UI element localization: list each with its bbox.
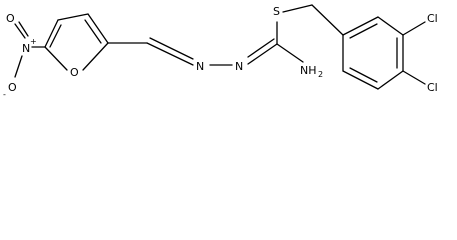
charge-minus: - [3,90,6,99]
bond-furan-c5-c4 [44,19,59,48]
atom-amine: NH [300,64,317,77]
atom-nitrogen-nitro: N [22,42,30,55]
atom-chlorine-bottom: Cl [427,81,438,94]
bond-furan-c3-c2 [87,13,109,44]
bond-ring-inner-a [349,23,378,39]
bond-ring-c2-c3 [377,16,404,36]
bond-furan-c2-o [82,42,109,71]
bond-s-ch2 [282,4,313,13]
bond-ring-cl-top [402,21,426,36]
bond-n2-c-a [247,43,278,65]
bond-furan-c3-c2-inner [84,19,102,44]
bond-ring-c4-c5 [377,70,404,90]
bond-n2-c-b [247,38,275,58]
bond-ch-n1-b [149,37,194,60]
atom-oxygen-furan: O [70,66,79,79]
bond-furan-c4-c3 [57,13,89,21]
atom-chlorine-top: Cl [427,12,438,25]
atom-oxygen-nitro-top: O [6,12,15,25]
bond-ring-cl-bottom [402,70,426,85]
bond-furan-o-c5 [44,46,68,71]
bond-c-nh2 [276,43,304,63]
charge-plus: + [30,37,37,46]
bond-nitro-n-o-minus [14,55,23,78]
bond-lines [14,4,426,90]
atom-nitrogen-azo-2: N [235,60,243,73]
bond-ring-inner-c [349,67,378,83]
atom-nitrogen-azo-1: N [196,60,204,73]
bond-furan-c5-c4-inner [49,24,62,48]
bond-ch2-ring [311,4,344,36]
atom-sulfur: S [273,5,280,18]
amine-subscript: 2 [318,70,323,79]
atom-oxygen-nitro-minus: O [8,81,17,94]
bond-ch-n1-a [146,42,194,66]
bond-nitro-n-o-top-b [18,21,29,37]
bond-nitro-n-o-top-a [14,23,26,39]
bond-ring-c1-c2 [342,16,379,36]
bond-ring-c5-c6 [342,70,379,90]
chemical-structure-diagram: O N + O - O N N S NH 2 Cl Cl [3,4,438,99]
